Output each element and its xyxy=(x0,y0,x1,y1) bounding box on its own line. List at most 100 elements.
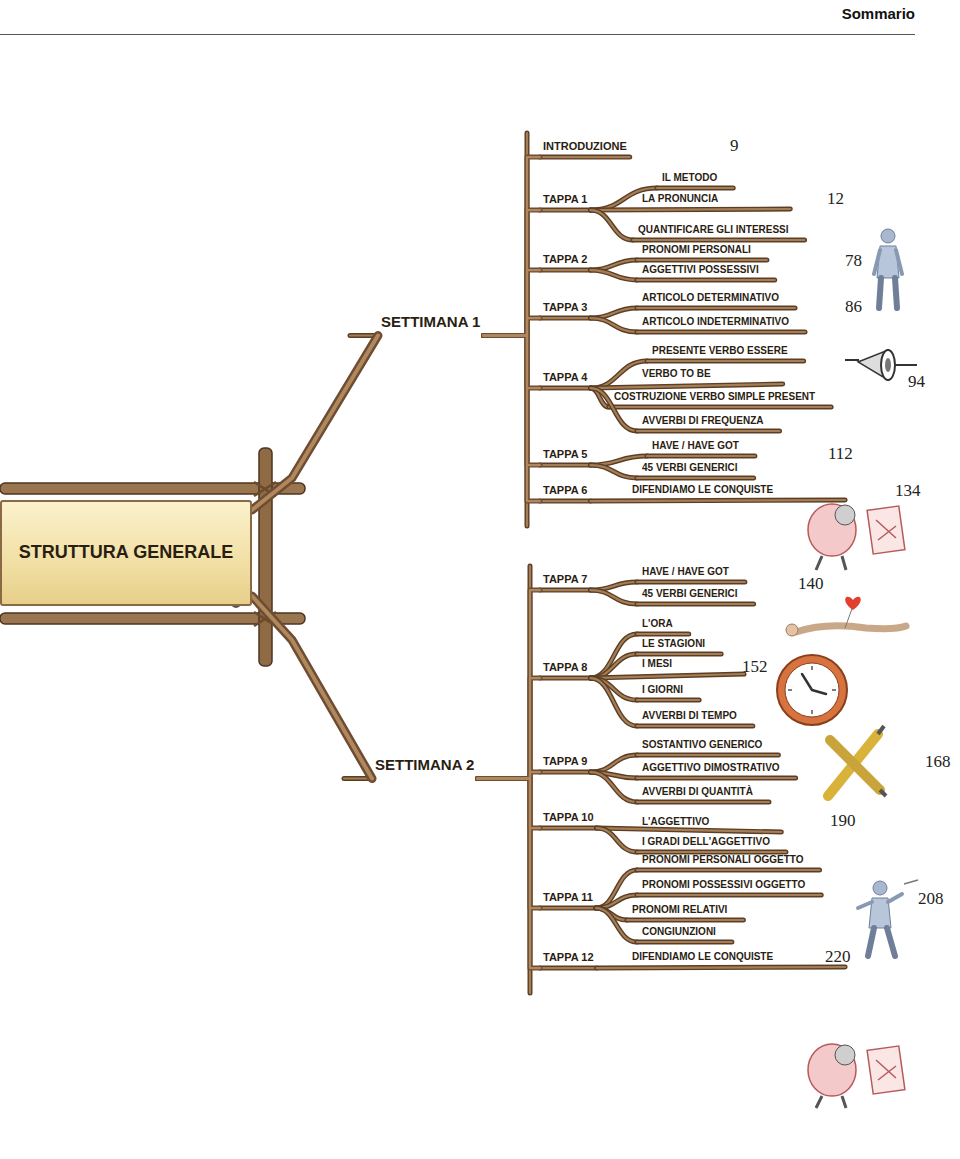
branch-stick xyxy=(252,336,378,511)
step-branch: TAPPA 5 xyxy=(540,447,590,466)
wooden-stick xyxy=(627,918,743,923)
wooden-stick xyxy=(540,676,590,681)
clock xyxy=(777,655,847,725)
topic-label: AGGETTIVI POSSESSIVI xyxy=(640,263,761,281)
wooden-stick xyxy=(647,359,804,364)
clock xyxy=(788,666,836,714)
wooden-stick xyxy=(637,307,795,309)
wooden-stick xyxy=(540,826,597,831)
wooden-stick xyxy=(637,477,754,479)
branch-stick xyxy=(483,210,540,335)
step-branch: TAPPA 8 xyxy=(540,660,590,679)
wooden-stick xyxy=(609,406,831,408)
stick-highlight xyxy=(483,336,540,466)
wooden-stick xyxy=(590,654,637,678)
wooden-stick xyxy=(590,500,845,501)
wooden-stick xyxy=(627,919,743,921)
knight-sketch xyxy=(867,1046,905,1094)
wooden-stick xyxy=(597,828,637,852)
stick-highlight xyxy=(477,678,540,778)
wooden-stick xyxy=(637,306,795,311)
lying-figure xyxy=(845,597,861,610)
step-branch: TAPPA 2 xyxy=(540,252,590,271)
branch-stick xyxy=(477,590,540,778)
wooden-stick xyxy=(540,967,597,969)
wooden-stick xyxy=(590,210,633,240)
wooden-stick xyxy=(637,331,805,333)
wooden-stick xyxy=(590,270,637,280)
knight-sketch xyxy=(816,1096,846,1108)
standing-figure xyxy=(858,880,918,956)
clock xyxy=(777,655,847,725)
wooden-stick xyxy=(540,907,596,909)
step-branch: TAPPA 1 xyxy=(540,192,590,211)
wooden-stick xyxy=(540,316,590,321)
wooden-stick xyxy=(590,209,790,210)
page-number: 9 xyxy=(730,137,739,156)
wooden-stick xyxy=(637,894,821,896)
topic-label: LE STAGIONI xyxy=(640,637,707,655)
wooden-stick xyxy=(637,429,780,434)
step-branch: INTRODUZIONE xyxy=(540,139,630,158)
week-branch: SETTIMANA 1 xyxy=(378,313,483,337)
wooden-stick xyxy=(597,828,637,852)
stick-highlight xyxy=(483,157,540,335)
branch-stick xyxy=(483,336,540,466)
knight-sketch xyxy=(835,505,855,525)
branch-text: TAPPA 3 xyxy=(543,301,587,313)
step-branch: TAPPA 4 xyxy=(540,370,590,389)
week-branch: SETTIMANA 2 xyxy=(372,756,477,780)
knight-sketch xyxy=(808,1044,856,1096)
wooden-stick xyxy=(540,269,590,271)
wooden-stick xyxy=(590,654,637,678)
wooden-stick xyxy=(637,602,754,607)
wooden-stick xyxy=(596,908,637,942)
page-number: 208 xyxy=(918,890,944,909)
wooden-stick xyxy=(590,465,637,478)
topic-label: IL METODO xyxy=(660,171,719,189)
page-number: 190 xyxy=(830,812,856,831)
topic-label: L'ORA xyxy=(640,617,675,635)
page-number: 140 xyxy=(798,575,824,594)
wooden-stick xyxy=(597,828,782,832)
topic-label: ARTICOLO INDETERMINATIVO xyxy=(640,315,791,333)
wooden-stick xyxy=(540,464,590,466)
branch-text: TAPPA 10 xyxy=(543,811,594,823)
topic-label: 45 VERBI GENERICI xyxy=(640,587,740,605)
megaphone xyxy=(845,360,917,365)
standing-figure xyxy=(868,928,895,956)
step-branch: TAPPA 11 xyxy=(540,890,596,909)
lying-figure xyxy=(786,624,798,636)
wooden-stick xyxy=(590,772,637,802)
topic-label: CONGIUNZIONI xyxy=(640,925,718,943)
megaphone xyxy=(881,350,895,380)
wooden-stick xyxy=(637,725,753,727)
wooden-stick xyxy=(590,209,790,210)
crossed-pencils xyxy=(830,740,880,790)
topic-label: COSTRUZIONE VERBO SIMPLE PRESENT xyxy=(612,390,817,408)
wooden-stick xyxy=(540,156,630,158)
title-banner: STRUTTURA GENERALE xyxy=(0,500,252,606)
standing-figure xyxy=(874,250,902,274)
stick-highlight xyxy=(483,270,540,335)
branch-text: TAPPA 9 xyxy=(543,755,587,767)
wooden-stick xyxy=(596,870,637,908)
crossed-pencils xyxy=(880,790,886,796)
branch-text: STRUTTURA GENERALE xyxy=(19,543,233,563)
branch-text: SETTIMANA 2 xyxy=(375,757,474,774)
branch-stick xyxy=(483,157,540,335)
topic-label: PRONOMI PERSONALI xyxy=(640,243,753,261)
topic-label: I MESI xyxy=(640,657,674,675)
wooden-stick xyxy=(637,699,699,701)
page-number: 112 xyxy=(828,445,853,464)
wooden-stick xyxy=(647,360,804,362)
topic-label: AVVERBI DI QUANTITÀ xyxy=(640,785,755,803)
topic-label: LA PRONUNCIA xyxy=(640,192,720,210)
topic-label: I GIORNI xyxy=(640,683,685,701)
wooden-stick xyxy=(540,208,590,213)
topic-label: AVVERBI DI FREQUENZA xyxy=(640,414,766,432)
wooden-stick xyxy=(609,405,831,410)
clock xyxy=(802,674,826,694)
wooden-stick xyxy=(590,465,637,478)
